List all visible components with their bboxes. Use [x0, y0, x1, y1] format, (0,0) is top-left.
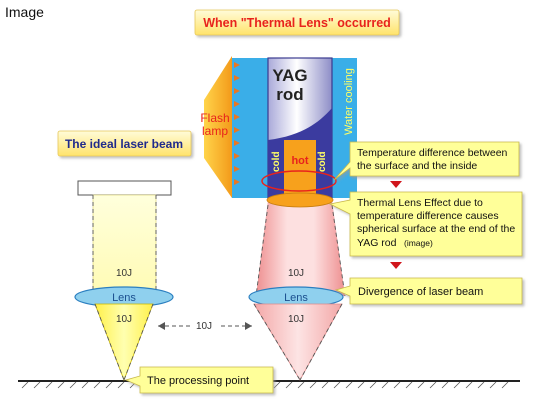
- ideal-aperture: [77, 180, 172, 196]
- flash-lamp-label-line2: lamp: [202, 124, 228, 138]
- energy-gap-dimension: 10J: [158, 319, 252, 332]
- diverged-energy-label-lower: 10J: [288, 314, 304, 325]
- flash-lamp-label-line1: Flash: [200, 111, 229, 125]
- yag-rod: YAG rod hot cold cold: [267, 57, 333, 199]
- diverged-lens-label: Lens: [284, 292, 308, 304]
- callout-temperature-line2: the surface and the inside: [357, 160, 477, 172]
- ideal-focus-cone: [94, 303, 154, 382]
- ideal-energy-label-upper: 10J: [116, 268, 132, 279]
- rod-label-line1: YAG: [272, 66, 307, 85]
- ideal-title: The ideal laser beam: [65, 137, 183, 151]
- diverged-beam: [256, 200, 345, 296]
- callout-effect-line2: temperature difference causes: [357, 210, 499, 222]
- callout-divergence: [334, 277, 523, 305]
- callout-effect-line3: spherical surface at the end of the: [357, 223, 515, 235]
- callout-processing: [124, 366, 274, 394]
- callout-effect-suffix: (image): [404, 238, 433, 248]
- callout-effect-line1: Thermal Lens Effect due to: [357, 197, 483, 209]
- callout-processing-text: The processing point: [147, 375, 249, 387]
- ideal-title-badge: The ideal laser beam: [57, 130, 192, 157]
- spherical-rod-end: [266, 192, 334, 208]
- callout-effect-line4: YAG rod: [357, 237, 397, 249]
- water-cooling-label: Water cooling: [343, 68, 355, 135]
- thermal-title-badge: When "Thermal Lens" occurred: [194, 9, 400, 36]
- thermal-title: When "Thermal Lens" occurred: [203, 16, 391, 30]
- gap-energy-label: 10J: [196, 321, 212, 332]
- cold-label-right: cold: [317, 151, 328, 172]
- hot-label: hot: [291, 155, 308, 167]
- flow-arrow-1: [390, 181, 402, 188]
- callout-temperature: [333, 141, 520, 181]
- callout-effect: [328, 191, 523, 257]
- flash-light-arrows: [234, 62, 240, 185]
- heading: Image: [5, 4, 44, 20]
- ideal-energy-label-lower: 10J: [116, 314, 132, 325]
- temperature-zone-marker: [261, 170, 337, 192]
- ideal-beam: [92, 194, 157, 297]
- flow-arrow-2: [390, 262, 402, 269]
- ideal-lens: Lens: [74, 286, 174, 308]
- diverged-lens: Lens: [248, 286, 344, 308]
- diverged-energy-label-upper: 10J: [288, 268, 304, 279]
- ideal-lens-label: Lens: [112, 292, 136, 304]
- callout-divergence-text: Divergence of laser beam: [358, 286, 483, 298]
- cold-label-left: cold: [271, 151, 282, 172]
- callout-temperature-line1: Temperature difference between: [357, 147, 508, 159]
- flash-lamp: Flash lamp: [200, 56, 232, 198]
- rod-label-line2: rod: [276, 85, 303, 104]
